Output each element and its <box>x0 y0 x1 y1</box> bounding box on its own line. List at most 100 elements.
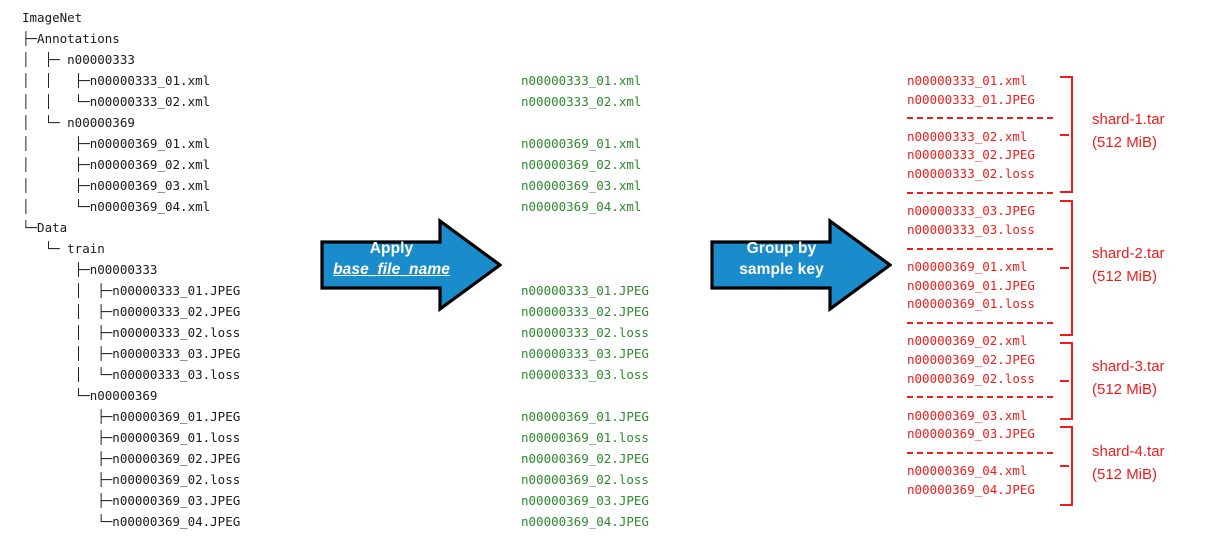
shard-file-line: n00000333_02.loss <box>907 165 1035 181</box>
shard-4-bracket <box>1060 426 1073 506</box>
shard-file-line: n00000369_01.xml <box>907 258 1028 274</box>
shard-file-line: n00000369_01.loss <box>907 296 1035 312</box>
shard-1-label: shard-1.tar (512 MiB) <box>1092 108 1210 154</box>
arrow-1-label: Apply base_file_name <box>320 238 463 280</box>
arrow-2-label: Group by sample key <box>710 238 853 280</box>
shard-file-line: n00000333_02.xml <box>907 128 1028 144</box>
tree-line: │ ├─n00000333_01.JPEG <box>22 283 241 298</box>
shard-file-line: n00000333_03.JPEG <box>907 203 1035 219</box>
renamed-file-line: n00000369_02.JPEG <box>521 451 649 466</box>
renamed-file-line: n00000369_04.JPEG <box>521 514 649 529</box>
dashed-rule <box>907 117 1053 120</box>
tree-line: ├─n00000369_02.loss <box>22 472 241 487</box>
tree-line: ├─n00000333 <box>22 262 158 277</box>
renamed-file-line: n00000369_02.xml <box>521 157 642 172</box>
tree-line: └─Data <box>22 220 68 235</box>
spacer-line <box>521 217 649 238</box>
shard-1-bracket <box>1060 76 1073 193</box>
arrow-group-by-sample-key: Group by sample key <box>710 218 892 312</box>
renamed-file-list: n00000333_01.xml n00000333_02.xml n000003… <box>521 7 649 532</box>
renamed-file-line: n00000369_01.loss <box>521 430 649 445</box>
shard-3-bracket <box>1060 342 1073 420</box>
shard-3-label: shard-3.tar (512 MiB) <box>1092 355 1210 401</box>
tree-line: │ │ ├─n00000333_01.xml <box>22 73 211 88</box>
tree-line: │ └─ n00000369 <box>22 115 135 130</box>
tree-line: │ ├─ n00000333 <box>22 52 135 67</box>
shard-file-line: n00000369_02.JPEG <box>907 351 1035 367</box>
tree-line: │ ├─n00000333_02.loss <box>22 325 241 340</box>
shard-file-line: n00000369_03.xml <box>907 407 1028 423</box>
dashed-rule <box>907 247 1053 250</box>
tree-line: ├─n00000369_01.loss <box>22 430 241 445</box>
shard-1-name: shard-1.tar <box>1092 111 1165 128</box>
sample-separator <box>907 444 1053 463</box>
shard-file-line: n00000333_02.JPEG <box>907 147 1035 163</box>
shard-3-size: (512 MiB) <box>1092 381 1158 398</box>
renamed-file-line: n00000333_03.loss <box>521 367 649 382</box>
arrow-2-line1: Group by <box>746 240 817 257</box>
tree-line: └─n00000369_04.JPEG <box>22 514 241 529</box>
tree-line: ├─n00000369_01.JPEG <box>22 409 241 424</box>
arrow-apply-base-file-name: Apply base_file_name <box>320 218 502 312</box>
spacer-line <box>521 259 649 280</box>
shard-file-line: n00000369_02.loss <box>907 370 1035 386</box>
renamed-file-line: n00000369_04.xml <box>521 199 642 214</box>
tree-line: ├─Annotations <box>22 31 120 46</box>
tree-line: ├─n00000369_02.JPEG <box>22 451 241 466</box>
shard-4-label: shard-4.tar (512 MiB) <box>1092 440 1210 486</box>
arrow-shape-icon <box>710 218 892 312</box>
tree-line: │ │ └─n00000333_02.xml <box>22 94 211 109</box>
renamed-file-line: n00000369_02.loss <box>521 472 649 487</box>
renamed-file-line: n00000369_03.JPEG <box>521 493 649 508</box>
dashed-rule <box>907 396 1053 399</box>
shard-2-bracket <box>1060 200 1073 336</box>
renamed-file-line: n00000333_01.xml <box>521 73 642 88</box>
sample-separator <box>907 239 1053 258</box>
tree-line: │ ├─n00000333_02.JPEG <box>22 304 241 319</box>
shard-file-line: n00000333_03.loss <box>907 221 1035 237</box>
shard-2-size: (512 MiB) <box>1092 268 1158 285</box>
tree-line: │ ├─n00000369_01.xml <box>22 136 211 151</box>
renamed-file-line: n00000333_02.JPEG <box>521 304 649 319</box>
tree-line: │ ├─n00000369_02.xml <box>22 157 211 172</box>
renamed-file-line: n00000369_01.xml <box>521 136 642 151</box>
shard-2-bracket-nub <box>1060 267 1069 269</box>
dashed-rule <box>907 191 1053 194</box>
sample-separator <box>907 388 1053 407</box>
dashed-rule <box>907 322 1053 325</box>
renamed-file-line: n00000369_03.xml <box>521 178 642 193</box>
arrow-shape-icon <box>320 218 502 312</box>
shard-2-name: shard-2.tar <box>1092 245 1165 262</box>
shard-file-line: n00000333_01.xml <box>907 73 1028 88</box>
tree-line: │ ├─n00000333_03.JPEG <box>22 346 241 361</box>
dashed-rule <box>907 452 1053 455</box>
renamed-file-line: n00000333_02.xml <box>521 94 642 109</box>
renamed-file-line: n00000369_01.JPEG <box>521 409 649 424</box>
sample-separator <box>907 184 1053 203</box>
shard-file-line: n00000333_01.JPEG <box>907 91 1035 107</box>
renamed-file-line: n00000333_01.JPEG <box>521 283 649 298</box>
sharded-file-list: n00000333_01.xml n00000333_01.JPEG n000003… <box>907 72 1053 500</box>
tree-line: └─n00000369 <box>22 388 158 403</box>
arrow-2-line2: sample key <box>739 261 824 278</box>
source-file-tree: ImageNet├─Annotations│ ├─ n00000333│ │ ├… <box>22 7 240 532</box>
shard-file-line: n00000369_04.xml <box>907 463 1028 479</box>
shard-3-bracket-nub <box>1060 380 1069 382</box>
renamed-file-line: n00000333_03.JPEG <box>521 346 649 361</box>
tree-line: │ └─n00000333_03.loss <box>22 367 241 382</box>
shard-2-label: shard-2.tar (512 MiB) <box>1092 242 1210 288</box>
shard-file-line: n00000369_02.xml <box>907 333 1028 349</box>
shard-4-bracket-nub <box>1060 465 1069 467</box>
sample-separator <box>907 314 1053 333</box>
renamed-file-line: n00000333_02.loss <box>521 325 649 340</box>
spacer-line <box>521 49 649 70</box>
shard-file-line: n00000369_01.JPEG <box>907 277 1035 293</box>
arrow-1-line1: Apply <box>369 240 414 257</box>
spacer-line <box>521 385 649 406</box>
shard-file-line: n00000369_03.JPEG <box>907 426 1035 442</box>
spacer-line <box>521 28 649 49</box>
spacer-line <box>521 238 649 259</box>
shard-1-bracket-nub <box>1060 134 1069 136</box>
tree-line: │ ├─n00000369_03.xml <box>22 178 211 193</box>
